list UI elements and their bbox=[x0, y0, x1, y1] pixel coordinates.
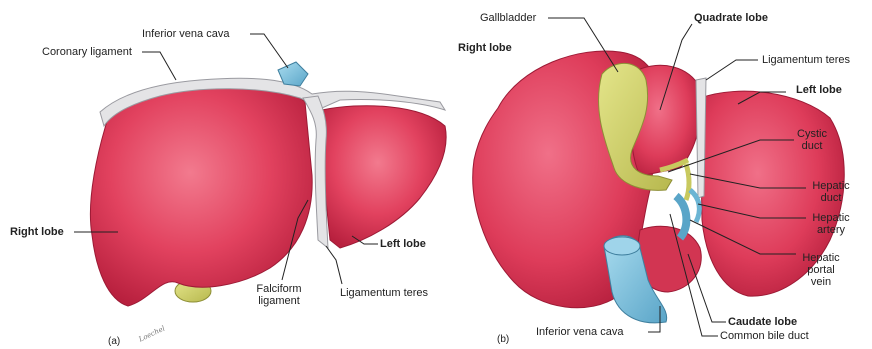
label-hepatic-artery: Hepatic artery bbox=[806, 212, 856, 236]
label-quadrate-lobe: Quadrate lobe bbox=[694, 12, 768, 24]
label-inferior-vena-cava-b: Inferior vena cava bbox=[536, 326, 623, 338]
label-cystic-line2: duct bbox=[790, 140, 834, 152]
label-left-lobe-b: Left lobe bbox=[796, 84, 842, 96]
label-portal-vein-line1: Hepatic bbox=[796, 252, 846, 264]
label-falciform-line1: Falciform bbox=[244, 283, 314, 295]
label-inferior-vena-cava-a: Inferior vena cava bbox=[142, 28, 229, 40]
label-hepatic-portal-vein: Hepatic portal vein bbox=[796, 252, 846, 288]
label-portal-vein-line2: portal bbox=[796, 264, 846, 276]
leader-lig-teres-b bbox=[706, 60, 758, 80]
label-falciform-ligament: Falciform ligament bbox=[244, 283, 314, 307]
label-hepatic-duct: Hepatic duct bbox=[806, 180, 856, 204]
label-hepatic-duct-line2: duct bbox=[806, 192, 856, 204]
panel-a-drawing bbox=[90, 62, 446, 306]
label-common-bile-duct: Common bile duct bbox=[720, 330, 809, 342]
label-caudate-lobe: Caudate lobe bbox=[728, 316, 797, 328]
label-portal-vein-line3: vein bbox=[796, 276, 846, 288]
label-ligamentum-teres-a: Ligamentum teres bbox=[340, 287, 428, 299]
label-cystic-duct: Cystic duct bbox=[790, 128, 834, 152]
leader-ivc-a bbox=[250, 34, 288, 68]
hepatic-duct-shape bbox=[686, 164, 689, 200]
panel-b-label: (b) bbox=[497, 334, 509, 346]
label-left-lobe-a: Left lobe bbox=[380, 238, 426, 250]
panel-b-drawing bbox=[473, 51, 845, 323]
panel-a-label: (a) bbox=[108, 336, 120, 348]
label-falciform-line2: ligament bbox=[244, 295, 314, 307]
leader-coronary bbox=[142, 52, 176, 80]
label-gallbladder: Gallbladder bbox=[480, 12, 536, 24]
ligamentum-teres-b-shape bbox=[696, 78, 706, 198]
label-right-lobe-b: Right lobe bbox=[458, 42, 512, 54]
ivc-b-opening bbox=[604, 237, 640, 255]
left-lobe-a-shape bbox=[322, 106, 446, 248]
right-lobe-a-shape bbox=[90, 84, 312, 306]
label-hepatic-artery-line1: Hepatic bbox=[806, 212, 856, 224]
label-coronary-ligament: Coronary ligament bbox=[42, 46, 132, 58]
label-hepatic-duct-line1: Hepatic bbox=[806, 180, 856, 192]
label-right-lobe-a: Right lobe bbox=[10, 226, 64, 238]
label-ligamentum-teres-b: Ligamentum teres bbox=[762, 54, 850, 66]
label-hepatic-artery-line2: artery bbox=[806, 224, 856, 236]
label-cystic-line1: Cystic bbox=[790, 128, 834, 140]
leader-lig-teres-a bbox=[326, 246, 342, 284]
